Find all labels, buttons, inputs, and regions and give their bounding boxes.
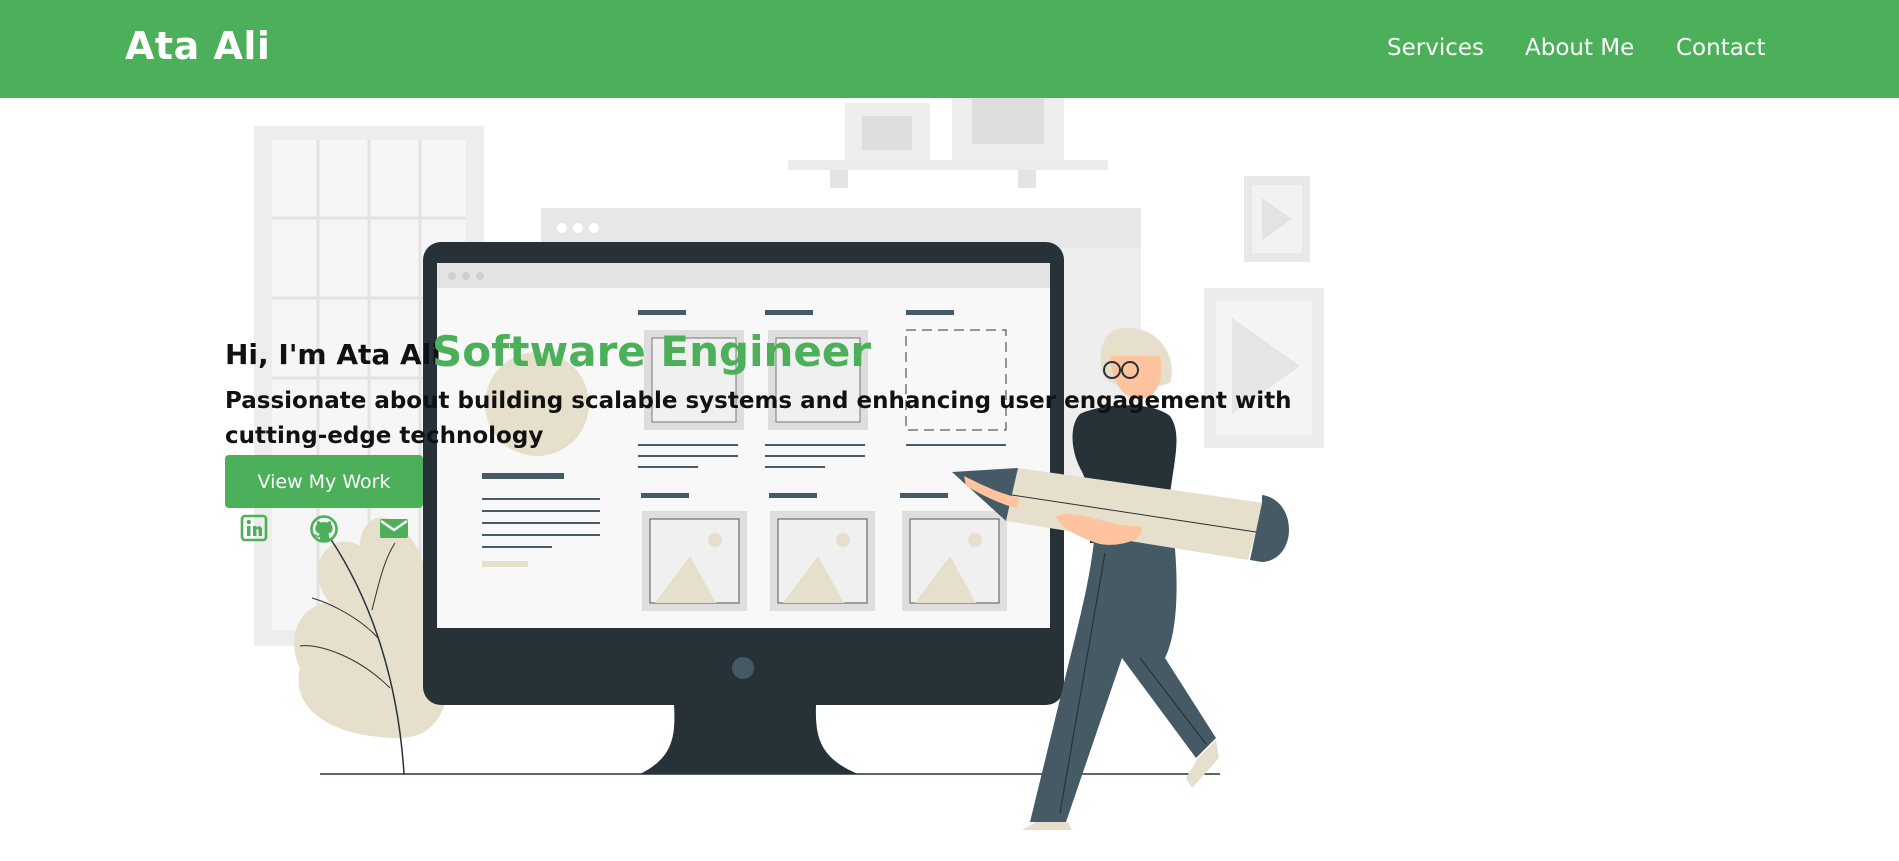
hero-greeting: Hi, I'm Ata Ali <box>225 338 441 371</box>
linkedin-link[interactable] <box>240 514 272 544</box>
person-with-pencil <box>952 327 1289 830</box>
hero-illustration <box>254 98 1324 830</box>
email-icon <box>380 519 408 538</box>
email-link[interactable] <box>379 514 411 544</box>
nav-link-about-me[interactable]: About Me <box>1525 35 1635 61</box>
brand-logo[interactable]: Ata Ali <box>125 24 271 68</box>
nav-link-contact[interactable]: Contact <box>1676 35 1766 61</box>
main-nav: Services About Me Contact <box>0 35 1899 65</box>
hero-role-title: Software Engineer <box>432 327 872 376</box>
plant-decoration <box>294 517 448 775</box>
github-icon <box>310 515 338 543</box>
github-link[interactable] <box>309 514 341 544</box>
nav-link-services[interactable]: Services <box>1387 35 1484 61</box>
monitor <box>423 242 1064 774</box>
linkedin-icon <box>240 514 268 542</box>
view-my-work-button[interactable]: View My Work <box>225 455 423 508</box>
top-navbar: Ata Ali Services About Me Contact <box>0 0 1899 98</box>
hero-tagline: Passionate about building scalable syste… <box>225 388 1292 449</box>
